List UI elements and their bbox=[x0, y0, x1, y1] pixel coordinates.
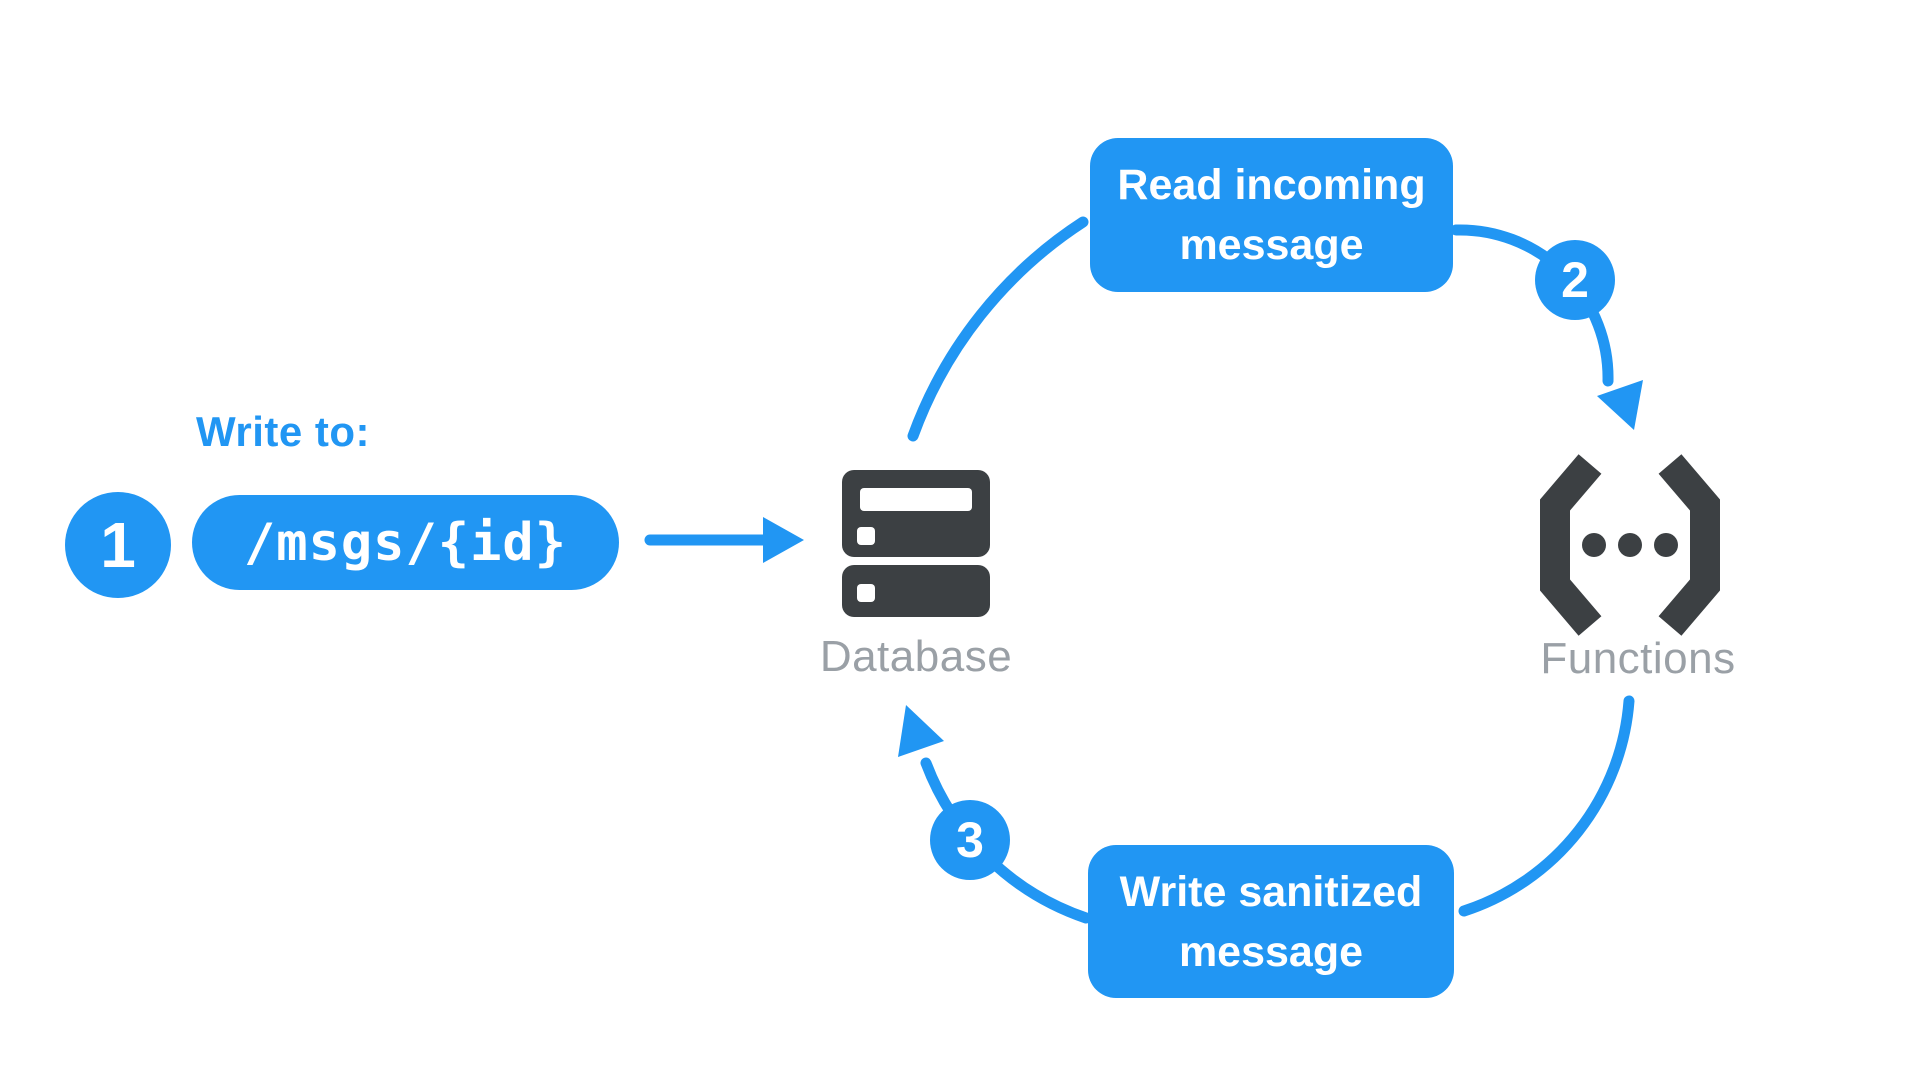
read-incoming-message-box: Read incoming message bbox=[1090, 138, 1453, 292]
write-arrow-head bbox=[763, 517, 804, 563]
database-label: Database bbox=[819, 632, 1013, 681]
database-icon bbox=[842, 470, 990, 617]
functions-label: Functions bbox=[1540, 634, 1736, 683]
functions-icon bbox=[1540, 454, 1720, 636]
step-3-badge: 3 bbox=[930, 800, 1010, 880]
arrowhead-to-functions-icon bbox=[1597, 380, 1643, 430]
arc-database-to-read-box bbox=[907, 216, 1089, 442]
step-2-badge: 2 bbox=[1535, 240, 1615, 320]
arc-functions-to-write-box bbox=[1458, 695, 1635, 917]
step-1-badge: 1 bbox=[65, 492, 171, 598]
write-sanitized-message-box: Write sanitized message bbox=[1088, 845, 1454, 998]
path-pill: /msgs/{id} bbox=[192, 495, 619, 590]
write-arrow bbox=[644, 517, 804, 563]
arrowhead-to-database-icon bbox=[898, 705, 944, 757]
write-to-label: Write to: bbox=[196, 408, 371, 455]
